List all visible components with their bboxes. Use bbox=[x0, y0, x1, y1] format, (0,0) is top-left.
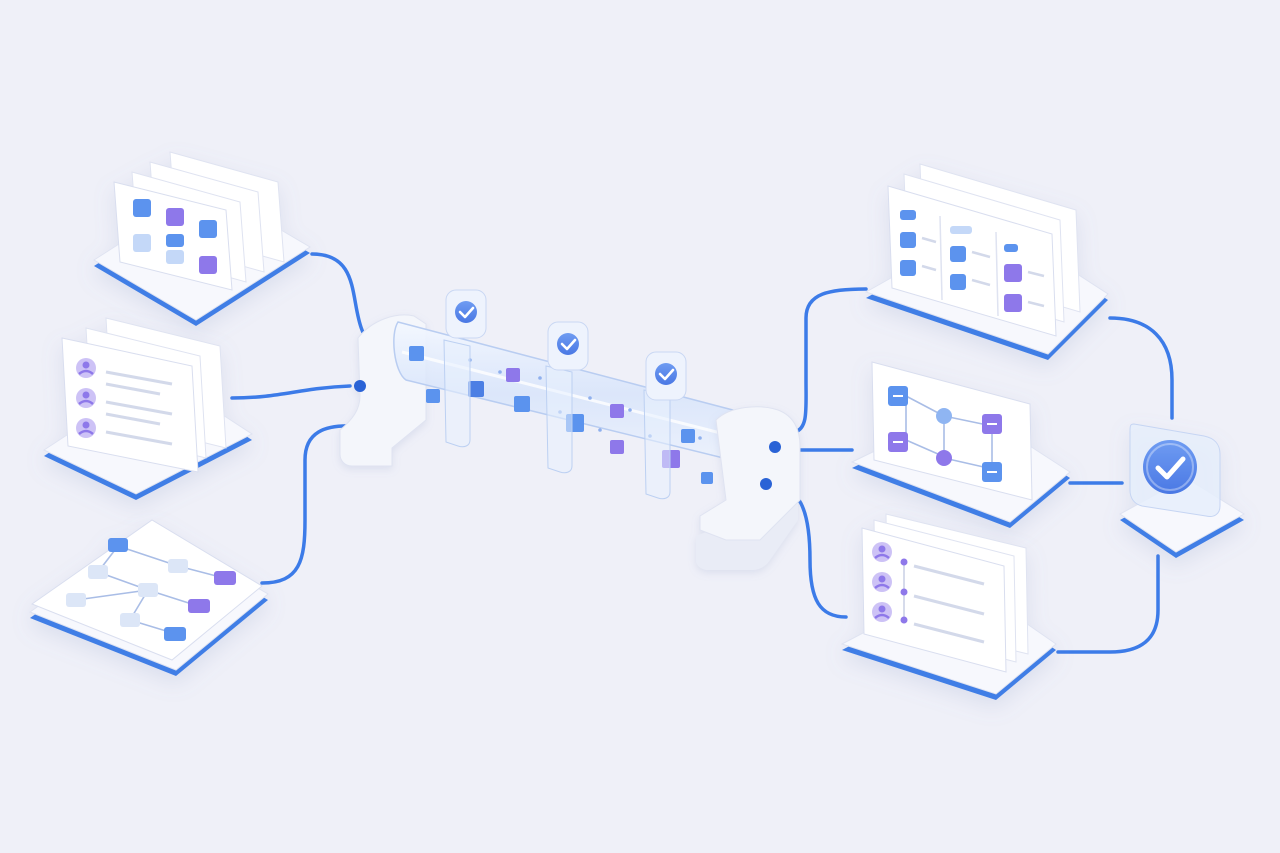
stage-check-badges bbox=[445, 289, 687, 401]
flowchart-icon bbox=[66, 538, 236, 641]
flowchart-icon bbox=[888, 386, 1002, 482]
grid-blocks-icon bbox=[133, 199, 217, 274]
input-user-list-panel bbox=[42, 317, 253, 500]
output-user-list-panel bbox=[840, 513, 1057, 700]
connector-flow-to-pipeline bbox=[260, 424, 354, 585]
connector-verifier-to-list bbox=[1056, 554, 1160, 654]
stage-plates bbox=[443, 339, 671, 500]
pipeline-glass-tube bbox=[393, 321, 763, 500]
user-list-icon bbox=[872, 542, 985, 644]
check-icon bbox=[645, 351, 687, 401]
input-grid-panel bbox=[93, 151, 311, 326]
input-flowchart-panel bbox=[28, 519, 269, 676]
connector-list-to-pipeline bbox=[230, 384, 352, 400]
check-icon bbox=[547, 321, 589, 371]
check-circle-icon bbox=[1143, 440, 1197, 494]
output-flowchart-panel bbox=[850, 361, 1071, 528]
connector-kanban-to-verifier bbox=[1108, 316, 1174, 420]
connector-pipeline-to-kanban bbox=[793, 287, 868, 434]
user-list-icon bbox=[76, 358, 173, 446]
check-icon bbox=[445, 289, 487, 339]
pipeline-right-stand bbox=[696, 406, 801, 570]
verifier-block bbox=[1119, 423, 1245, 558]
transform-pipeline bbox=[339, 289, 801, 570]
output-kanban-panel bbox=[864, 163, 1109, 360]
kanban-icon bbox=[900, 210, 1045, 317]
